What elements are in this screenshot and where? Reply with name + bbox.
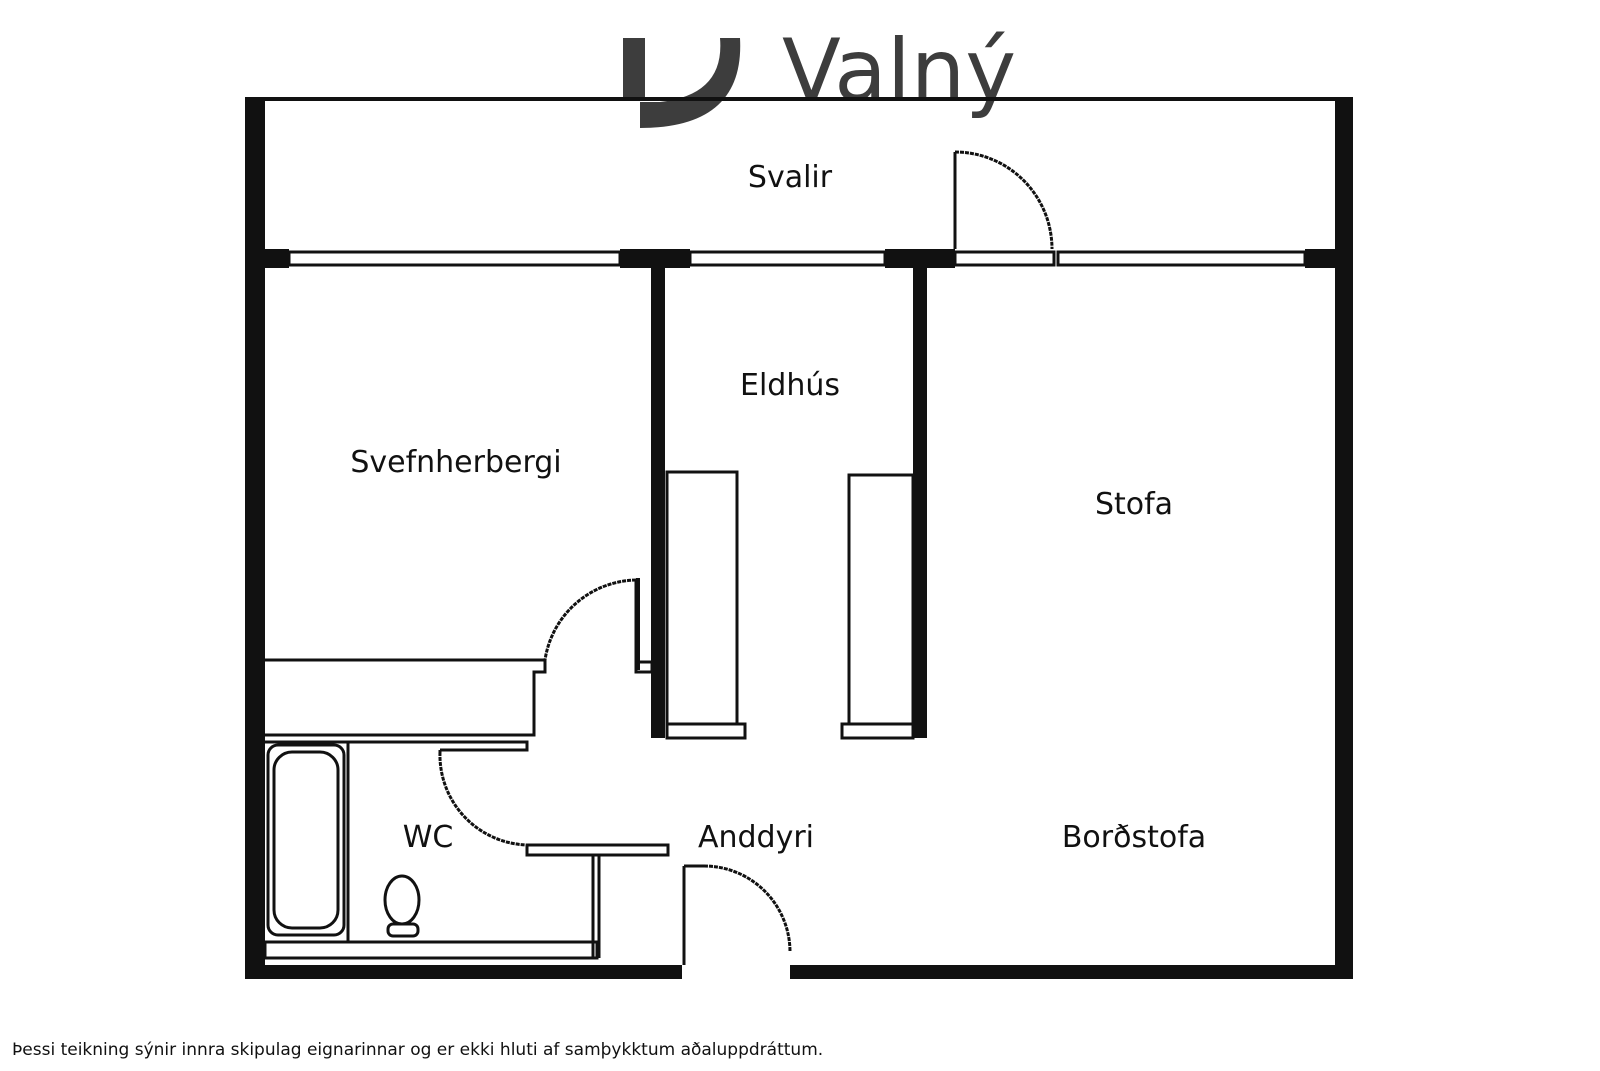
- window-living-left: [953, 250, 1056, 267]
- wall-bath-hall: [265, 740, 529, 752]
- wall-wc-hall: [525, 843, 670, 857]
- valny-logo-mark: [623, 38, 741, 128]
- door-wc: [438, 750, 528, 847]
- counter-right: [847, 473, 915, 726]
- door-bedroom: [543, 578, 638, 668]
- wall-bottom-right: [790, 965, 1353, 979]
- counter-left: [665, 470, 739, 726]
- counter-right-base: [840, 722, 915, 740]
- window-bedroom: [287, 250, 622, 267]
- bathroom-fixtures: [266, 743, 421, 938]
- bathtub-inner: [272, 750, 340, 930]
- wall-outer-top: [245, 97, 1353, 101]
- partitions: [263, 658, 670, 960]
- room-labels: Svalir Eldhús Svefnherbergi Stofa WC And…: [350, 160, 1206, 855]
- wall-bedroom-kitchen: [651, 268, 665, 738]
- kitchen-counters: [665, 470, 915, 740]
- room-label-svalir: Svalir: [748, 160, 833, 195]
- room-label-bordstofa: Borðstofa: [1062, 820, 1206, 855]
- window-living-right: [1056, 250, 1307, 267]
- brand-name: Valný: [782, 21, 1016, 121]
- toilet-bowl: [383, 874, 421, 926]
- wall-balcony-left: [245, 249, 289, 268]
- wall-bottom-left: [245, 965, 682, 979]
- wall-bath-bottom: [263, 940, 599, 960]
- room-label-svefnherbergi: Svefnherbergi: [350, 445, 561, 480]
- doors: [438, 150, 1054, 965]
- wall-outer-right: [1335, 97, 1353, 979]
- room-label-stofa: Stofa: [1095, 487, 1173, 522]
- disclaimer-text: Þessi teikning sýnir innra skipulag eign…: [12, 1040, 824, 1060]
- room-label-eldhus: Eldhús: [740, 368, 840, 403]
- windows: [287, 250, 1307, 267]
- wall-balcony-mid2: [885, 249, 955, 268]
- counter-left-base: [665, 722, 747, 740]
- wall-bedroom-stub: [636, 578, 640, 670]
- window-kitchen: [688, 250, 887, 267]
- wall-kitchen-living: [913, 268, 927, 738]
- wardrobe-outline: [265, 658, 547, 737]
- toilet-tank: [386, 922, 420, 938]
- room-label-anddyri: Anddyri: [698, 820, 814, 855]
- wall-outer-left: [245, 97, 265, 979]
- door-balcony: [953, 150, 1054, 250]
- valny-logo: Valný: [623, 21, 1016, 128]
- room-label-wc: WC: [403, 820, 454, 855]
- wall-balcony-mid1: [620, 249, 690, 268]
- door-entrance: [682, 864, 792, 965]
- walls: [245, 97, 1353, 979]
- wall-balcony-right: [1305, 249, 1353, 268]
